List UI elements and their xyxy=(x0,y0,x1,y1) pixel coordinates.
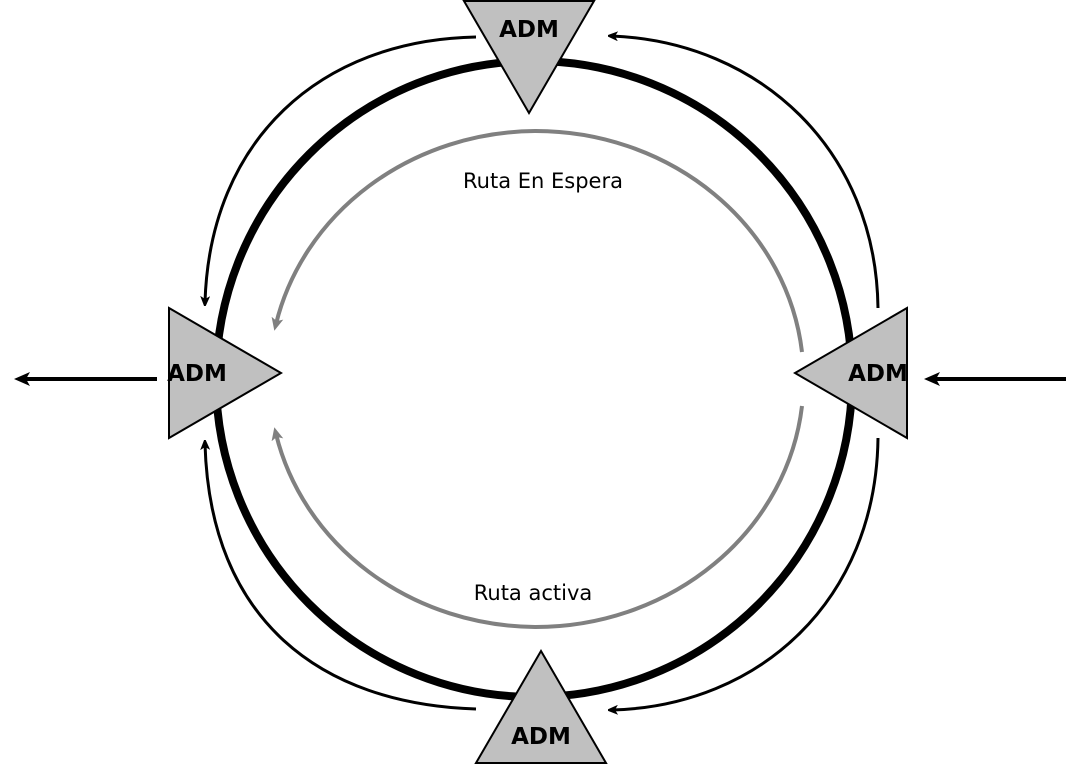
adm-node-bottom: ADM xyxy=(474,649,608,764)
outer-arrow-bottom-left xyxy=(205,444,477,711)
adm-label-right: ADM xyxy=(848,361,908,387)
active-route-label: Ruta activa xyxy=(474,581,593,605)
active-route-arc xyxy=(271,405,804,630)
adm-label-top: ADM xyxy=(499,17,559,43)
outer-arrow-top-left xyxy=(205,35,477,302)
outer-arrow-top-right xyxy=(612,36,880,309)
adm-label-left: ADM xyxy=(167,361,227,387)
standby-route-arc xyxy=(271,128,804,353)
adm-node-left: ADM xyxy=(167,306,283,440)
standby-route-label: Ruta En Espera xyxy=(463,169,623,193)
outer-arrow-bottom-right xyxy=(612,437,880,710)
adm-label-bottom: ADM xyxy=(511,724,571,750)
adm-node-top: ADM xyxy=(462,0,596,115)
adm-node-right: ADM xyxy=(793,306,908,440)
